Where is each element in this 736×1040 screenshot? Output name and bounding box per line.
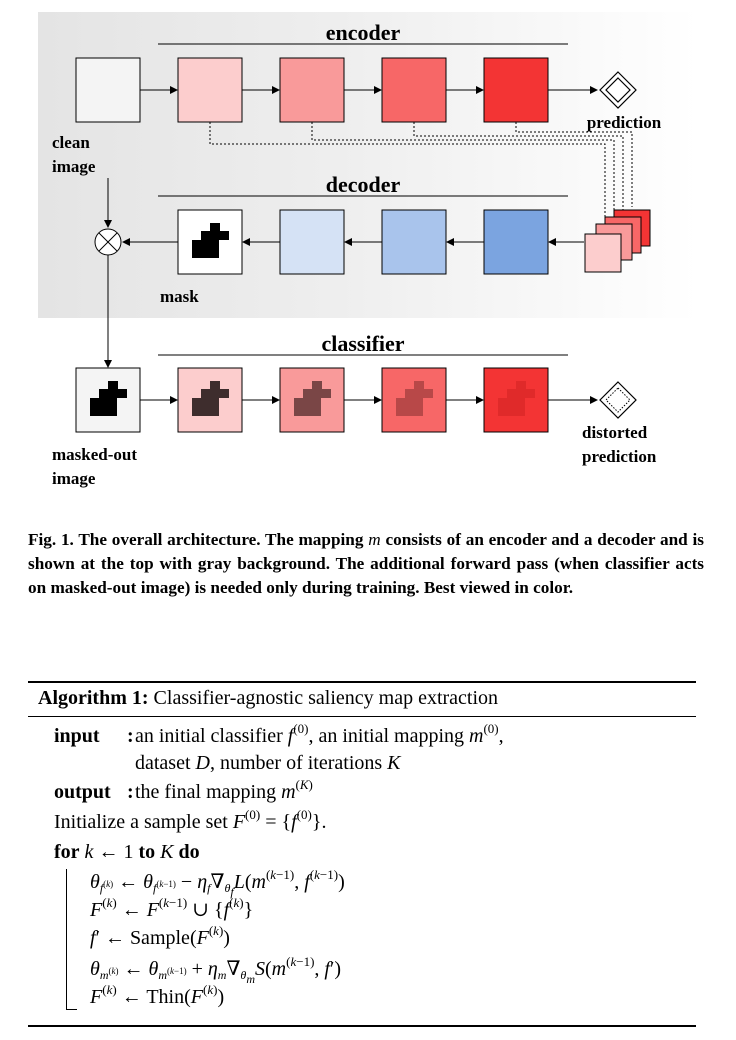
do-keyword: do [178,841,200,863]
algorithm-box: Algorithm 1: Classifier-agnostic salienc… [28,679,696,1029]
encoder-title: encoder [326,20,401,45]
output-text: the final mapping m(K) [135,777,313,803]
mask-label: mask [160,287,199,306]
classifier-title: classifier [321,331,404,356]
mask-shape [192,223,229,258]
top-rule [28,681,696,683]
decoder-block-2 [381,209,447,275]
architecture-figure: encoder prediction clean image decoder [38,12,698,488]
multiply-node [94,228,122,256]
distorted-label-2: prediction [582,447,657,466]
caption-prefix: Fig. 1. The overall architecture. The ma… [28,530,369,549]
encoder-block-3 [381,57,447,123]
decoder-block-3 [483,209,549,275]
clean-image-label-2: image [52,157,96,176]
input-line2-b: , number of iterations [209,752,383,774]
header-rule [28,716,696,717]
thin-line: F(k) ← Thin(F(k)) [90,982,225,1008]
distorted-label: distorted [582,423,648,442]
classifier-block-2-shape [294,381,331,416]
sample-line: f′ ← Sample(F(k)) [90,923,230,949]
encoder-block-1 [177,57,243,123]
masked-image-shape [90,381,127,416]
caption-variable: m [368,530,381,549]
encoder-block-2 [279,57,345,123]
masked-image-label: masked-out [52,445,137,464]
thin-text: Thin [146,986,185,1008]
decoder-block-1 [279,209,345,275]
to-keyword: to [138,841,156,863]
for-keyword: for [54,841,80,863]
input-line: input [54,725,100,748]
theta-m-update: θm(k) ← θm(k−1) + ηm∇θmS(m(k−1), f′) [90,954,342,986]
init-text: Initialize a sample set [54,811,228,833]
output-keyword: output [54,781,111,803]
feature-stack [584,209,651,273]
output-text-a: the final mapping [135,781,277,803]
caption-suffix: consists of an encoder and a decoder and… [28,530,704,597]
theta-f-update: θf(k) ← θf(k−1) − ηf∇θfL(m(k−1), f(k−1)) [90,867,345,899]
algorithm-title: Classifier-agnostic saliency map extract… [153,687,499,709]
prediction-diamond [599,71,637,109]
clean-image-label: clean [52,133,90,152]
sample-text: Sample [129,927,190,949]
figure-caption: Fig. 1. The overall architecture. The ma… [28,528,704,600]
output-colon: : [127,781,134,803]
input-text-b: , an initial mapping [308,725,464,747]
init-line: Initialize a sample set F(0) = {f(0)}. [54,807,327,833]
input-colon: : [127,725,134,747]
encoder-block-4 [483,57,549,123]
input-line2-a: dataset [135,752,191,774]
for-line: for k ← 1 to K do [54,841,200,863]
classifier-block-4-shape [498,381,535,416]
prediction-label: prediction [587,113,662,132]
algorithm-label: Algorithm 1: [38,687,149,709]
feature-connections [209,122,633,228]
clean-image-block [75,57,141,123]
input-text-a: an initial classifier [135,725,283,747]
decoder-title: decoder [326,172,401,197]
bottom-rule [28,1025,696,1027]
distorted-prediction-diamond [599,381,637,419]
input-keyword: input [54,725,100,747]
output-line: output [54,781,111,804]
input-line-2: dataset D, number of iterations K [135,752,401,774]
algorithm-header: Algorithm 1: Classifier-agnostic salienc… [38,687,498,710]
masked-image-label-2: image [52,469,96,488]
f-set-update: F(k) ← F(k−1) ∪ {f(k)} [90,895,254,921]
loop-bracket [66,869,77,1010]
input-text: an initial classifier f(0), an initial m… [135,721,504,747]
classifier-block-3-shape [396,381,433,416]
classifier-block-1-shape [192,381,229,416]
